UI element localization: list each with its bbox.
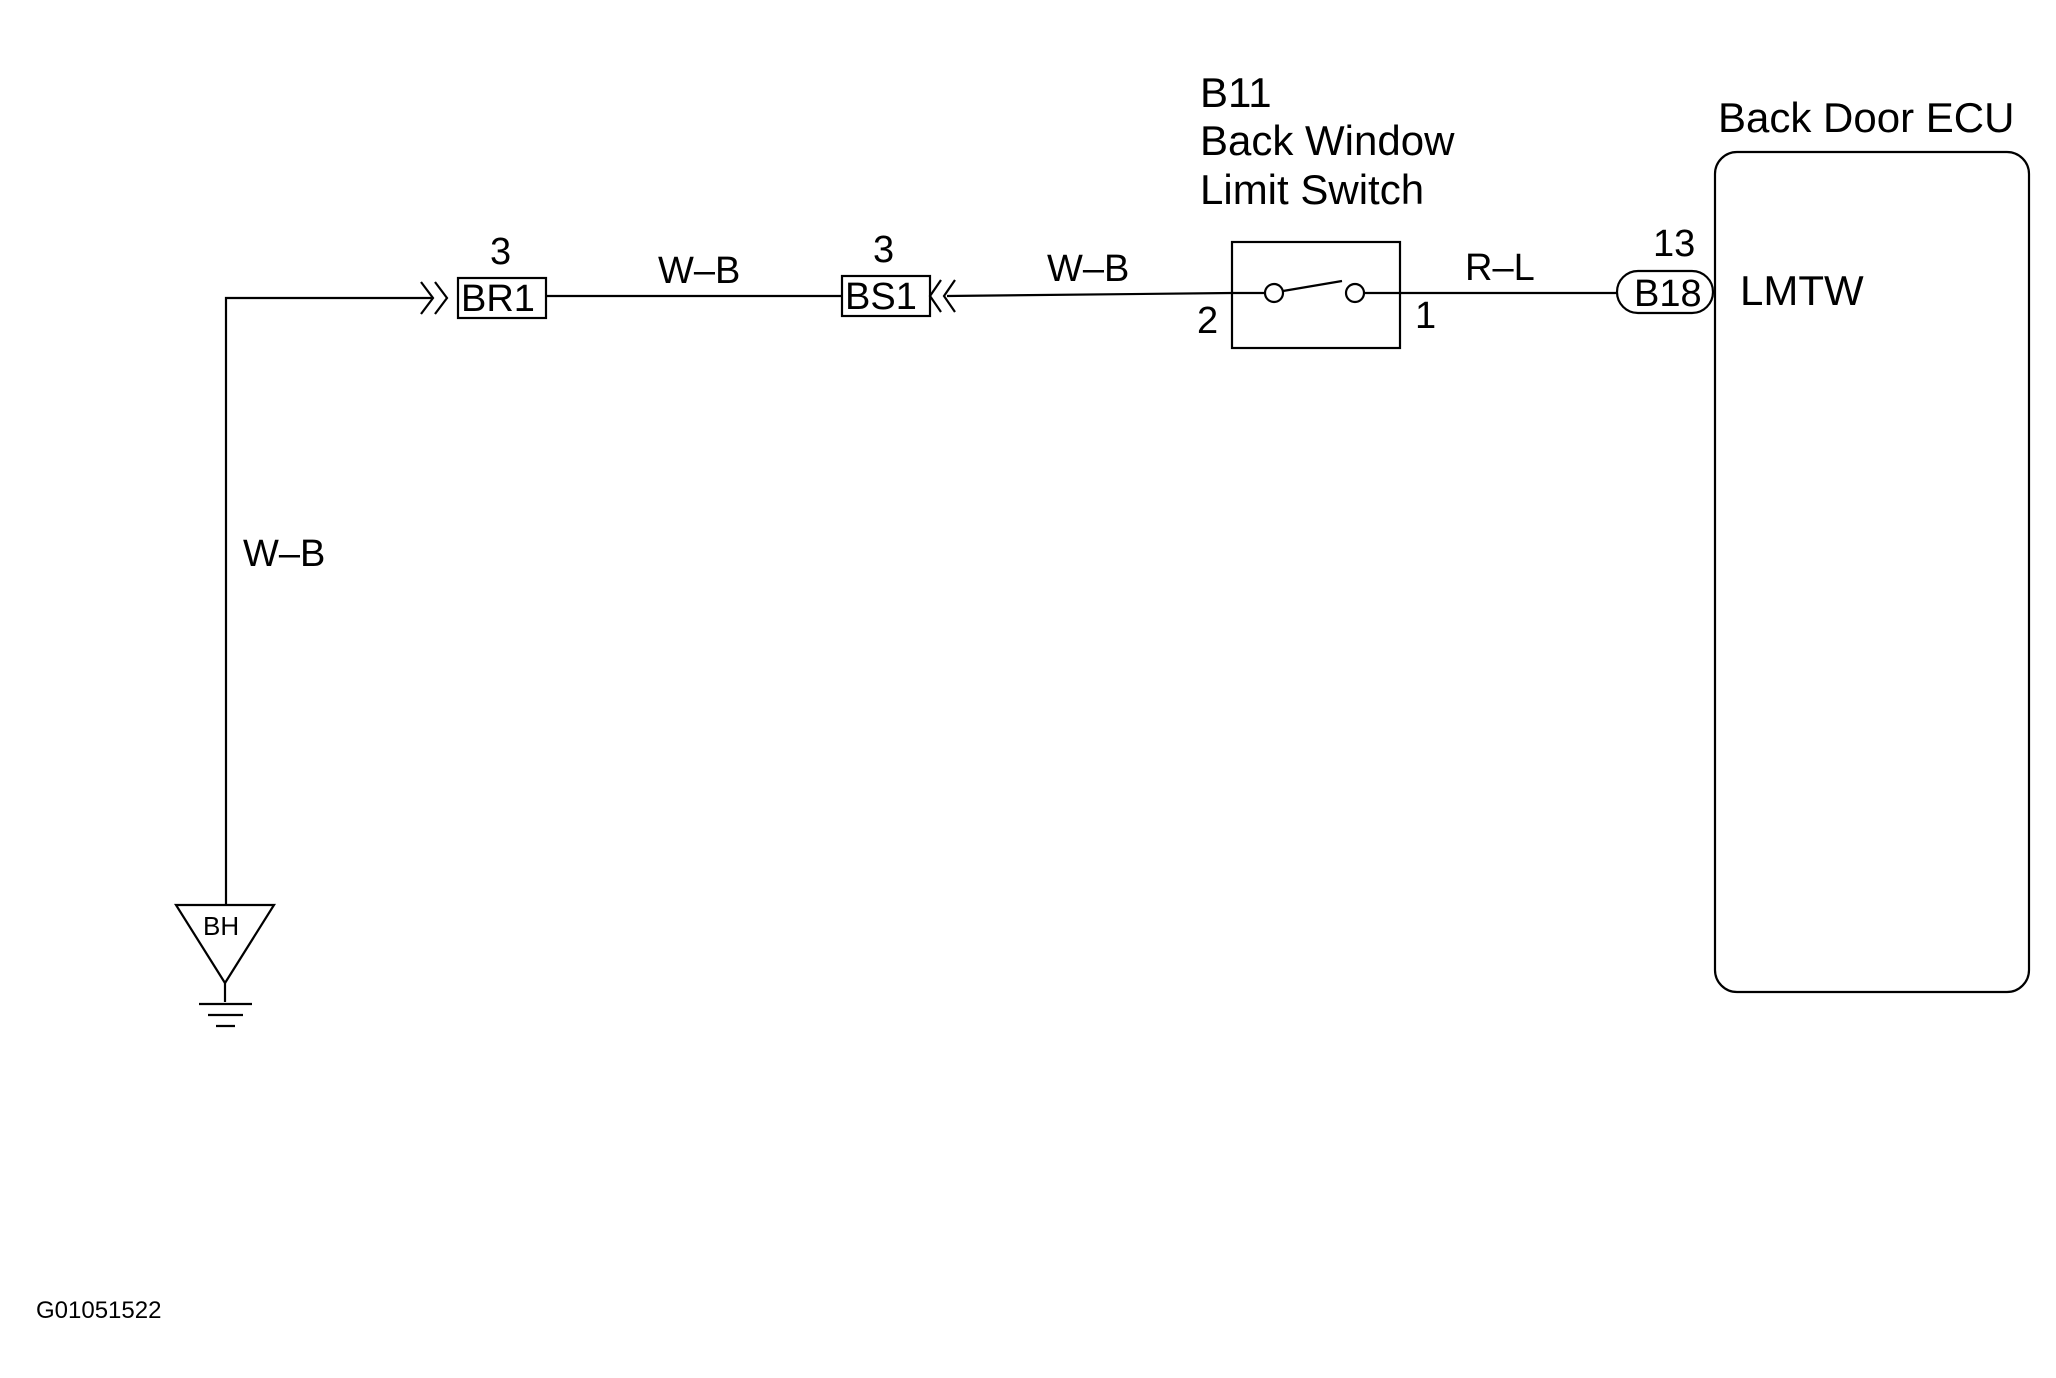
wire-switch-bs1-label: W–B	[1047, 248, 1129, 290]
wire-switch-bs1	[946, 291, 1233, 298]
figure-id: G01051522	[36, 1297, 161, 1324]
connector-b18-label: B18	[1634, 273, 1702, 315]
connector-br1: BR1 3	[420, 231, 548, 320]
switch-box	[1230, 240, 1402, 350]
ecu-title: Back Door ECU	[1718, 94, 2014, 141]
ecu-box	[1713, 150, 2031, 994]
connector-bs1-label: BS1	[845, 276, 917, 318]
wire-bs1-br1-label: W–B	[658, 250, 740, 292]
wire-r-l-label: R–L	[1465, 247, 1535, 289]
connector-bs1-chevron-2	[942, 279, 956, 313]
connector-br1-box	[456, 276, 548, 320]
connector-b18: B18 13	[1615, 223, 1715, 315]
switch-name-line2: Limit Switch	[1200, 166, 1424, 213]
switch-pin-left: 2	[1197, 300, 1218, 342]
connector-bs1-pin: 3	[873, 229, 894, 271]
switch-name-line1: Back Window	[1200, 117, 1455, 164]
ground-label: BH	[203, 911, 239, 941]
switch-code: B11	[1200, 69, 1272, 116]
ground-bh: BH	[174, 903, 276, 1028]
back-door-ecu: Back Door ECU LMTW	[1713, 94, 2031, 994]
switch-pin-right: 1	[1415, 295, 1436, 337]
ecu-terminal-name: LMTW	[1740, 267, 1864, 314]
connector-bs1-chevron-1	[928, 279, 942, 313]
connector-bs1: BS1 3	[840, 229, 956, 318]
switch-contact-left	[1263, 282, 1285, 304]
wire-to-ground	[224, 296, 433, 905]
ground-triangle	[174, 903, 276, 986]
connector-br1-chevron-2	[434, 281, 449, 315]
wire-to-ground-label: W–B	[243, 533, 325, 575]
switch-blade	[1282, 279, 1343, 293]
connector-br1-pin: 3	[490, 231, 511, 273]
connector-br1-label: BR1	[461, 278, 535, 320]
switch-contact-right	[1344, 282, 1366, 304]
connector-b18-pin: 13	[1653, 223, 1695, 265]
limit-switch-b11: B11 Back Window Limit Switch 2 1	[1197, 69, 1455, 350]
